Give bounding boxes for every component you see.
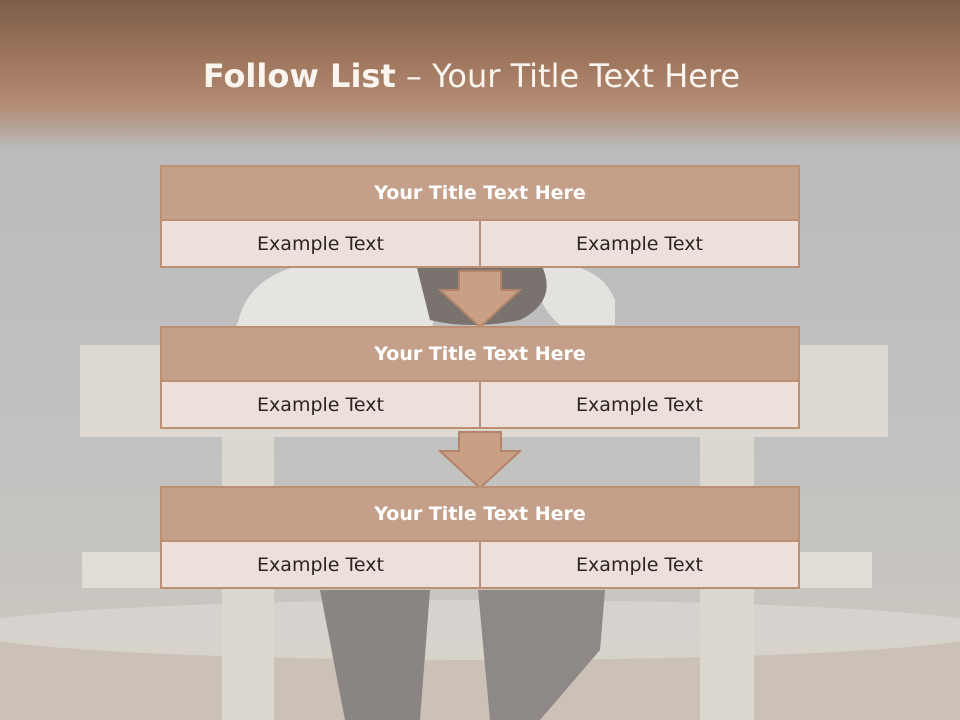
title-band — [0, 0, 960, 150]
step-right-text: Example Text — [479, 540, 800, 589]
slide-title-bold: Follow List — [202, 57, 396, 95]
step-left-text: Example Text — [160, 219, 481, 268]
step-row: Example Text Example Text — [160, 540, 800, 589]
step-title: Your Title Text Here — [160, 165, 800, 221]
slide-title-rest: – Your Title Text Here — [395, 57, 741, 95]
step-left-text: Example Text — [160, 540, 481, 589]
step-box-2: Your Title Text Here Example Text Exampl… — [160, 326, 800, 429]
step-right-text: Example Text — [479, 380, 800, 429]
down-arrow-icon — [438, 270, 522, 328]
step-right-text: Example Text — [479, 219, 800, 268]
step-row: Example Text Example Text — [160, 219, 800, 268]
step-row: Example Text Example Text — [160, 380, 800, 429]
step-title: Your Title Text Here — [160, 486, 800, 542]
step-box-1: Your Title Text Here Example Text Exampl… — [160, 165, 800, 268]
step-box-3: Your Title Text Here Example Text Exampl… — [160, 486, 800, 589]
step-title: Your Title Text Here — [160, 326, 800, 382]
step-left-text: Example Text — [160, 380, 481, 429]
slide-title: Follow List – Your Title Text Here — [0, 54, 943, 98]
down-arrow-icon — [438, 431, 522, 489]
